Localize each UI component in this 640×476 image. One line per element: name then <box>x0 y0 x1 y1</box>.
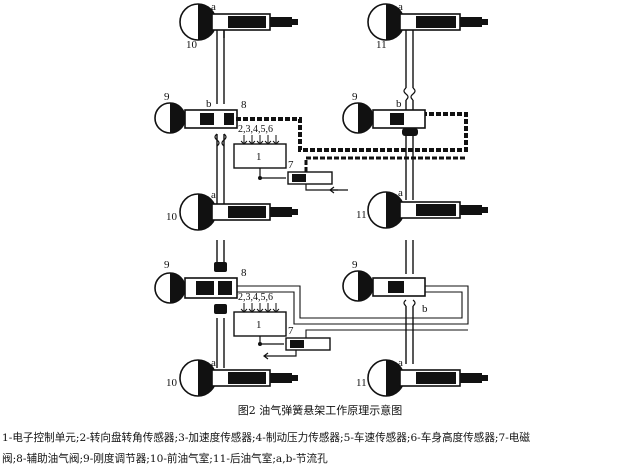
suspension-schematic: a 10 a 10 <box>154 1 488 397</box>
label-a-top-bottomright: a <box>398 187 403 199</box>
label-10-top-lower: 10 <box>166 211 178 223</box>
label-a-top-right: a <box>398 1 403 13</box>
label-10-bottom: 10 <box>166 377 178 389</box>
control-line-top <box>236 112 468 152</box>
label-1-bottom: 1 <box>256 319 262 331</box>
rear-upper-gas-chamber <box>367 3 488 41</box>
legend-line-2: 阀;8-辅助油气阀;9-刚度调节器;10-前油气室;11-后油气室;a,b-节流… <box>2 453 328 465</box>
front-lower-gas-chamber-bottom <box>179 359 298 397</box>
bottom-schematic: 9 8 1 2,3,4,5,6 7 <box>154 240 488 397</box>
front-lower-gas-chamber <box>179 193 298 231</box>
label-9-top-right: 9 <box>352 91 358 103</box>
figure-caption: 图2 油气弹簧悬架工作原理示意图 <box>237 404 403 417</box>
front-stiffness-regulator <box>154 102 238 134</box>
sensor-label-top: 2,3,4,5,6 <box>238 124 273 135</box>
label-11-top-lower: 11 <box>356 209 367 221</box>
label-7-top: 7 <box>288 159 294 171</box>
label-b-bottom-right: b <box>422 303 428 315</box>
label-9-bottom-left: 9 <box>164 259 170 271</box>
label-10-top: 10 <box>186 39 198 51</box>
label-a-bottom-right: a <box>398 357 403 369</box>
rear-stiffness-regulator <box>342 102 426 136</box>
label-a-top-bottomleft: a <box>211 189 216 201</box>
label-a-bottom-left: a <box>211 357 216 369</box>
label-7-bottom: 7 <box>288 325 294 337</box>
rear-lower-gas-chamber <box>367 191 488 229</box>
ecu-box-bottom <box>233 311 287 337</box>
label-1-top: 1 <box>256 151 262 163</box>
label-b-top-right: b <box>396 98 402 110</box>
rear-lower-gas-chamber-bottom <box>367 359 488 397</box>
label-b-top-left: b <box>206 98 212 110</box>
sensor-label-bottom: 2,3,4,5,6 <box>238 292 273 303</box>
legend-line-1: 1-电子控制单元;2-转向盘转角传感器;3-加速度传感器;4-制动压力传感器;5… <box>2 432 530 444</box>
label-8-bottom: 8 <box>241 267 247 279</box>
control-line-bottom <box>237 285 469 325</box>
top-schematic: a 10 a 10 <box>154 1 488 231</box>
label-a-top-left: a <box>211 1 216 13</box>
label-9-top-left: 9 <box>164 91 170 103</box>
label-9-bottom-right: 9 <box>352 259 358 271</box>
front-upper-gas-chamber <box>179 3 298 41</box>
rear-stiffness-regulator-bottom <box>342 270 426 302</box>
front-oil-line <box>216 30 225 204</box>
label-8-top: 8 <box>241 99 247 111</box>
label-11-top: 11 <box>376 39 387 51</box>
label-11-bottom: 11 <box>356 377 367 389</box>
front-stiffness-regulator-bottom <box>154 272 238 304</box>
